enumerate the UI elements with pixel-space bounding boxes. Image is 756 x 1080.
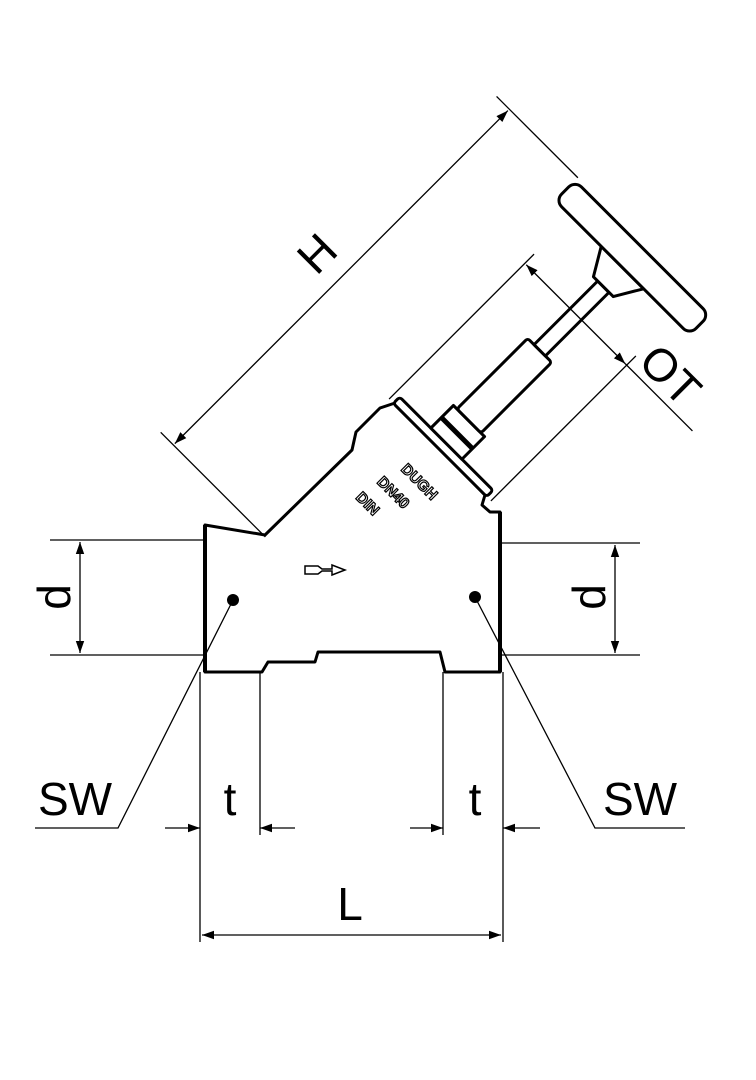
dimension-OT: [525, 264, 626, 365]
label-L: L: [337, 878, 363, 930]
dimension-H: [174, 110, 509, 445]
label-H: H: [287, 223, 347, 283]
leader-sw-right: [474, 596, 685, 829]
label-sw-left: SW: [38, 773, 113, 825]
label-d-left: d: [28, 584, 80, 610]
flow-arrow-icon: [304, 563, 348, 577]
label-OT: OT: [630, 334, 712, 416]
label-sw-right: SW: [603, 773, 678, 825]
stem-housing: [456, 338, 552, 434]
label-t-left: t: [224, 773, 237, 825]
leader-sw-left: [35, 599, 234, 829]
label-t-right: t: [469, 773, 482, 825]
label-d-right: d: [563, 584, 615, 610]
stem: [532, 279, 611, 358]
